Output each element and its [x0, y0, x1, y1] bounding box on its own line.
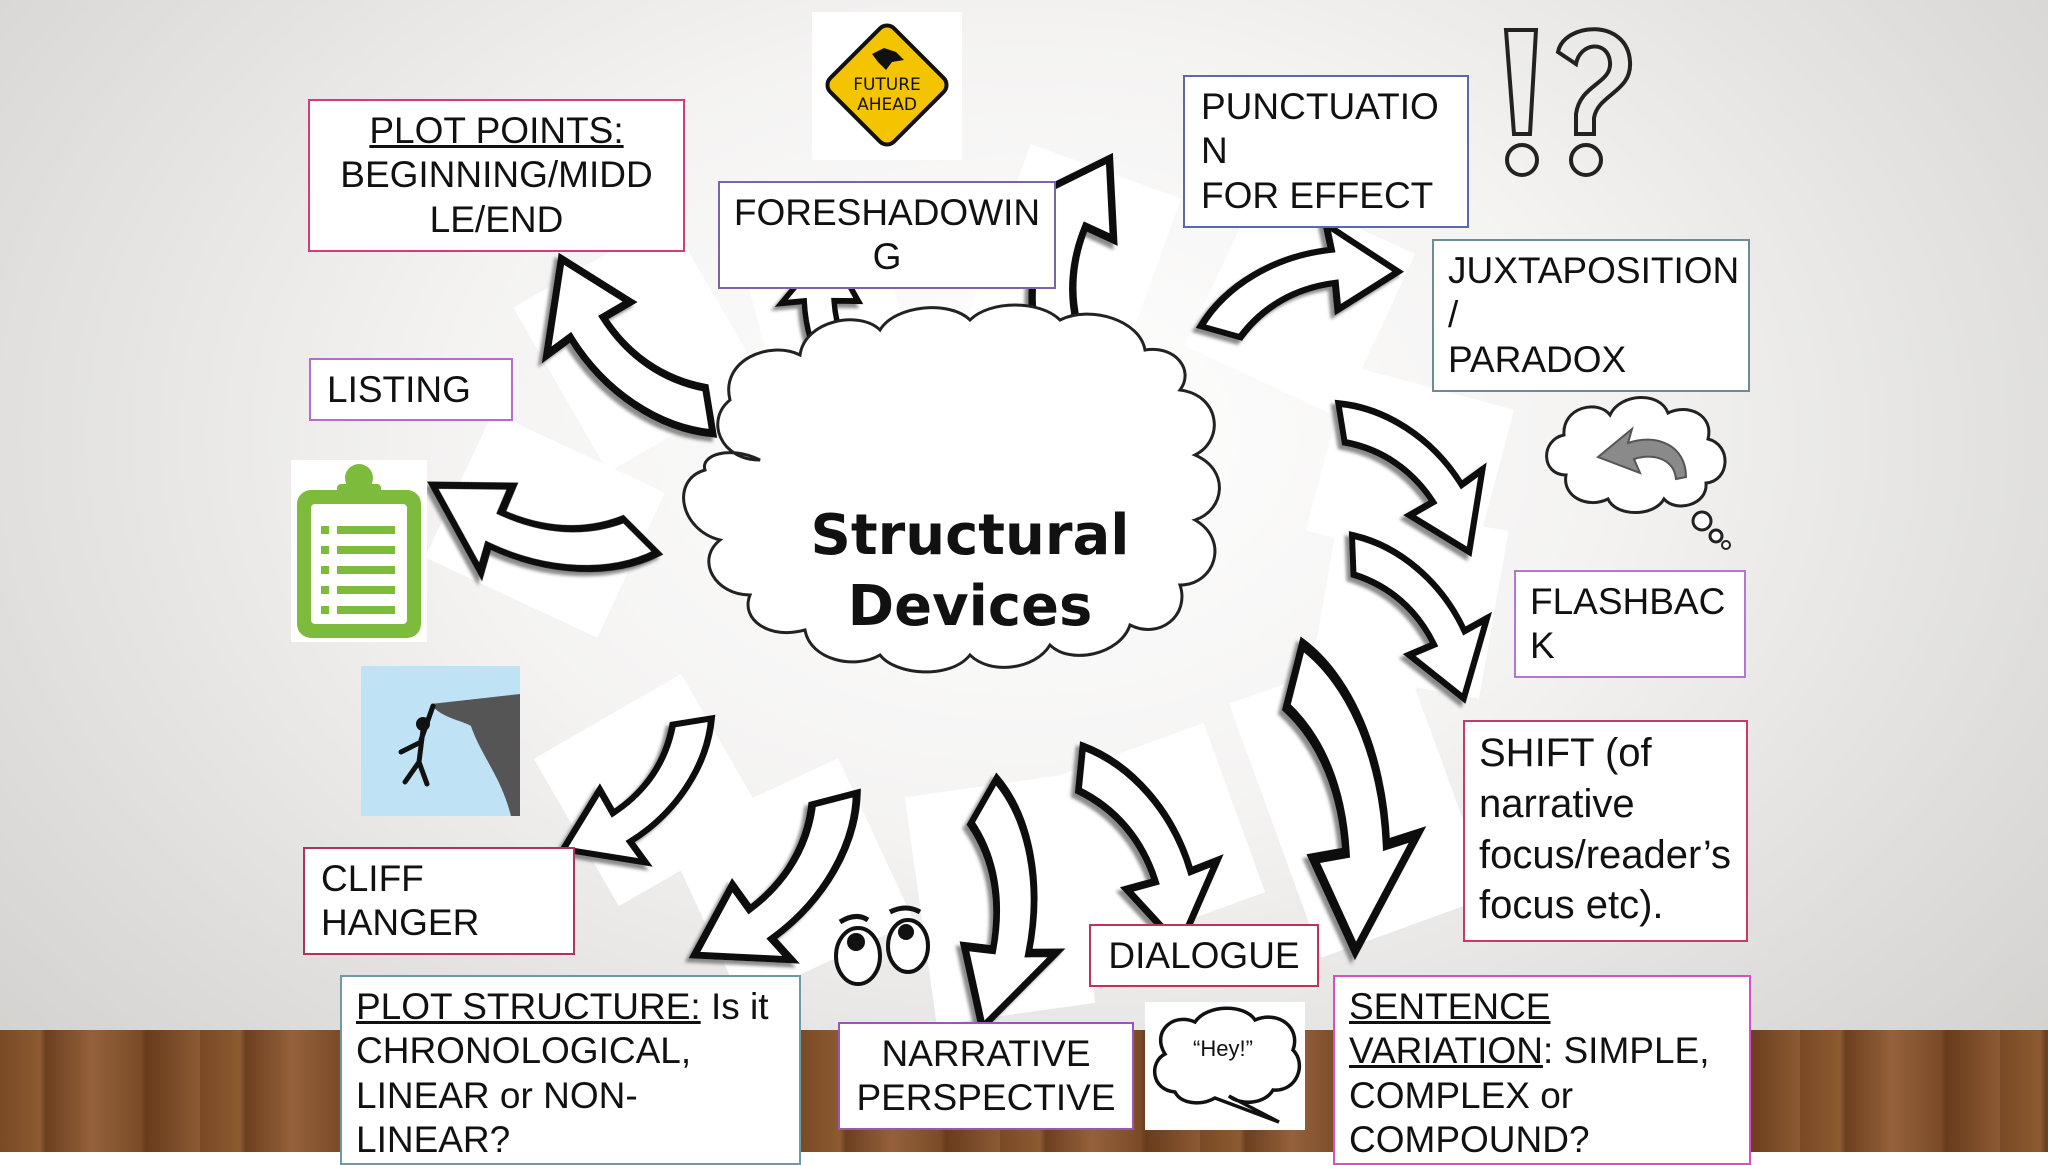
- center-title-line1: Structural: [810, 503, 1130, 568]
- thought-cloud-icon: [1536, 385, 1736, 550]
- flashback-line1: FLASHBAC: [1530, 581, 1726, 622]
- juxtaposition-line1: JUXTAPOSITION: [1448, 250, 1740, 291]
- label-flashback: FLASHBAC K: [1514, 570, 1746, 678]
- label-foreshadowing: FORESHADOWIN G: [718, 181, 1056, 289]
- sentence-title1: SENTENCE: [1349, 986, 1551, 1027]
- eyes-icon: [828, 900, 938, 990]
- shift-line3: focus/reader’s: [1479, 832, 1731, 877]
- future-ahead-sign: FUTURE AHEAD: [812, 12, 962, 160]
- shift-line2: narrative: [1479, 781, 1635, 826]
- speech-bubble-text: “Hey!”: [1193, 1036, 1253, 1061]
- center-title: Structural Devices: [775, 500, 1165, 642]
- label-juxtaposition: JUXTAPOSITION / PARADOX: [1432, 239, 1750, 392]
- punctuation-line3: FOR EFFECT: [1201, 174, 1434, 216]
- sentence-title2-rest: : SIMPLE,: [1542, 1030, 1710, 1072]
- plot-points-title: PLOT POINTS:: [369, 110, 624, 151]
- center-title-line2: Devices: [847, 574, 1093, 640]
- dialogue-line1: DIALOGUE: [1108, 935, 1300, 976]
- sentence-title2: VARIATION: [1349, 1030, 1543, 1072]
- plot-structure-line3: LINEAR or NON-: [356, 1074, 638, 1116]
- foreshadowing-line1: FORESHADOWIN: [733, 192, 1041, 233]
- narrative-line2: PERSPECTIVE: [856, 1077, 1116, 1119]
- label-dialogue: DIALOGUE: [1089, 924, 1319, 987]
- flashback-line2: K: [1530, 625, 1555, 667]
- plot-structure-title: PLOT STRUCTURE:: [356, 986, 701, 1027]
- label-shift: SHIFT (of narrative focus/reader’s focus…: [1463, 720, 1748, 942]
- foreshadowing-line2: G: [872, 236, 902, 278]
- label-punctuation: PUNCTUATIO N FOR EFFECT: [1183, 75, 1469, 228]
- sentence-line3: COMPLEX or: [1349, 1074, 1574, 1116]
- label-sentence-variation: SENTENCE VARIATION: SIMPLE, COMPLEX or C…: [1333, 975, 1751, 1165]
- clipboard-list-icon: [291, 460, 427, 642]
- speech-bubble-icon: “Hey!”: [1145, 1002, 1305, 1130]
- future-sign-line2: AHEAD: [857, 95, 917, 115]
- plot-points-line3: LE/END: [429, 198, 564, 240]
- cliff-hanger-line2: HANGER: [321, 902, 480, 944]
- interrobang-icon: [1488, 22, 1638, 182]
- juxtaposition-line3: PARADOX: [1448, 338, 1627, 380]
- label-listing: LISTING: [309, 358, 513, 421]
- plot-structure-line2: CHRONOLOGICAL,: [356, 1030, 692, 1072]
- shift-line1: SHIFT (of: [1479, 731, 1652, 775]
- narrative-line1: NARRATIVE: [881, 1033, 1091, 1074]
- plot-structure-title-rest: Is it: [700, 986, 769, 1027]
- plot-points-line2: BEGINNING/MIDD: [340, 154, 653, 196]
- juxtaposition-line2: /: [1448, 294, 1459, 336]
- label-plot-points: PLOT POINTS: BEGINNING/MIDD LE/END: [308, 99, 685, 252]
- cliff-hanger-line1: CLIFF: [321, 858, 424, 899]
- listing-line1: LISTING: [327, 369, 471, 410]
- label-narrative-perspective: NARRATIVE PERSPECTIVE: [838, 1022, 1134, 1130]
- label-plot-structure: PLOT STRUCTURE: Is it CHRONOLOGICAL, LIN…: [340, 975, 801, 1165]
- sentence-line4: COMPOUND?: [1349, 1119, 1590, 1161]
- shift-line4: focus etc).: [1479, 883, 1664, 928]
- punctuation-line2: N: [1201, 130, 1228, 172]
- future-sign-line1: FUTURE: [853, 75, 921, 95]
- central-cloud: [682, 303, 1221, 674]
- plot-structure-line4: LINEAR?: [356, 1119, 511, 1161]
- cliff-hanger-icon: [361, 666, 520, 816]
- punctuation-line1: PUNCTUATIO: [1201, 86, 1439, 127]
- label-cliff-hanger: CLIFF HANGER: [303, 847, 575, 955]
